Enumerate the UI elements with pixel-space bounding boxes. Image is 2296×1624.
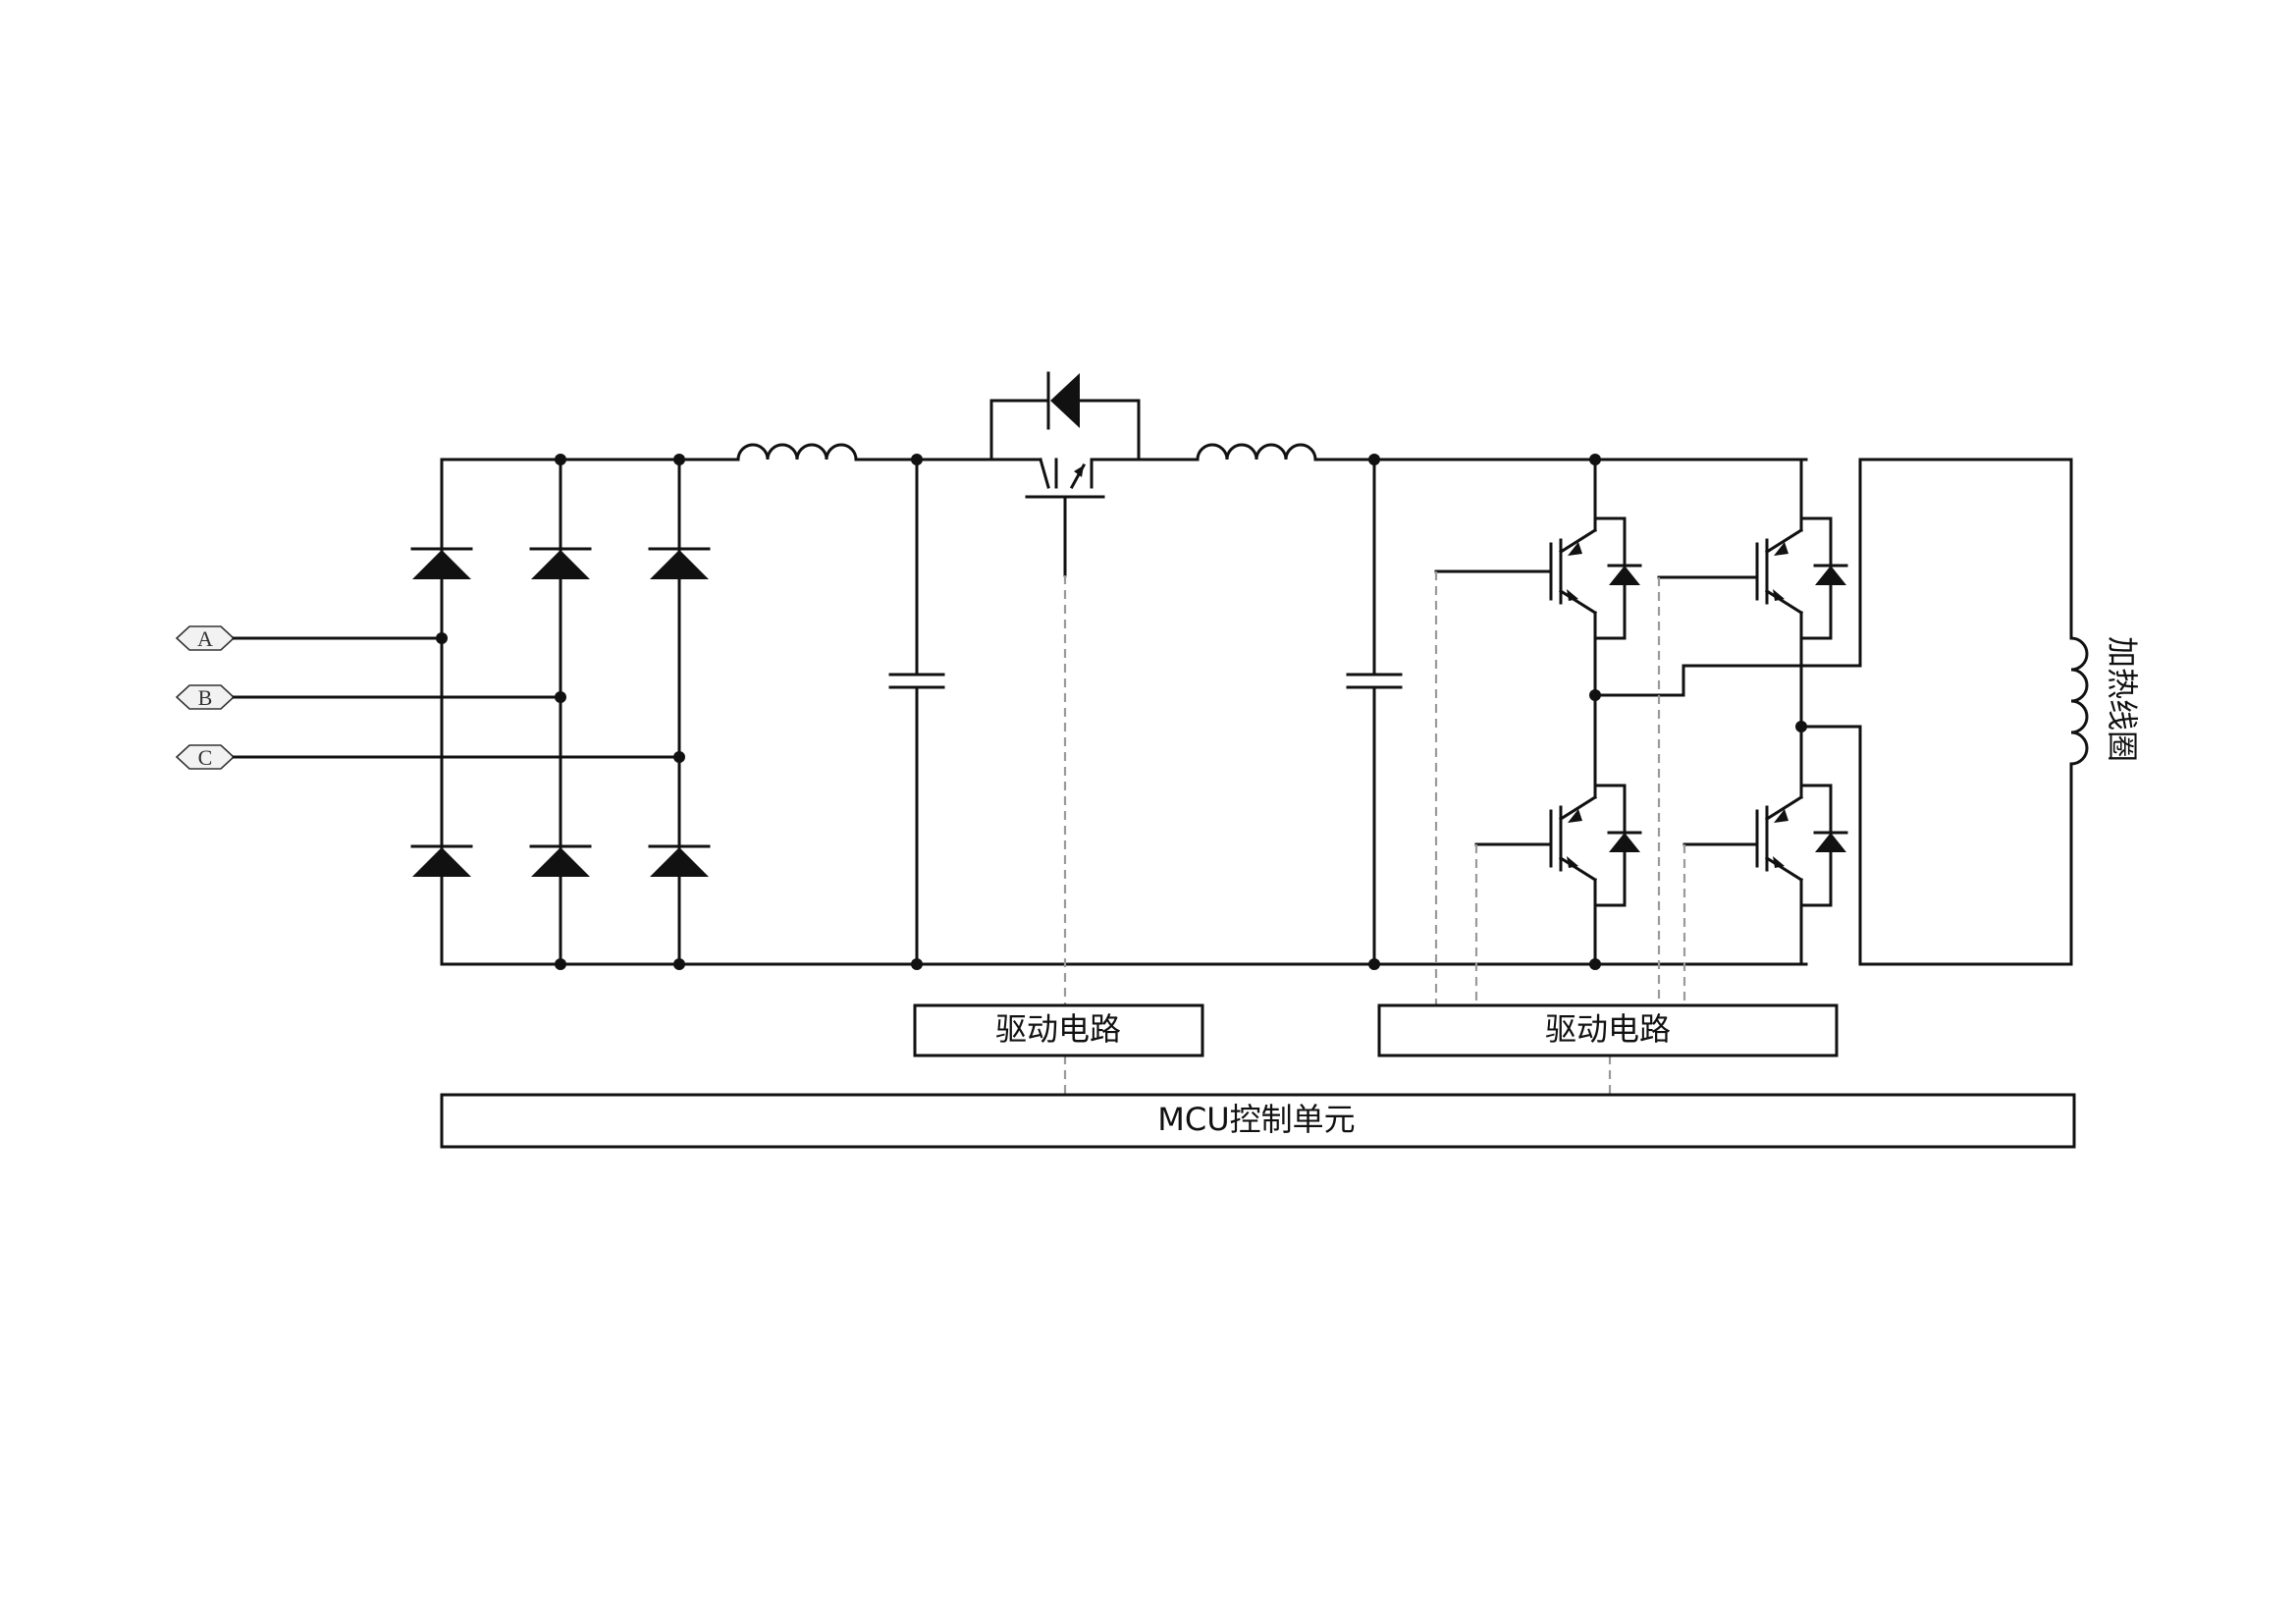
control-signal-lines [1063,571,1686,1095]
inductor-2 [1196,443,1317,461]
phase-input-b: B [175,684,236,710]
rectifier-diode-bottom-2 [529,844,592,877]
rectifier-diode-top-3 [648,547,711,579]
junction-dots [436,454,1807,970]
rectifier-bridge [410,458,711,966]
igbt-q3 [1474,784,1642,907]
capacitor-1 [888,458,945,966]
inductor-1 [736,443,858,461]
driver-circuit-right: 驱动电路 [1377,1003,1839,1057]
capacitor-2 [1346,458,1403,966]
phase-a-label: A [197,626,213,651]
mcu-label: MCU控制单元 [1157,1101,1355,1138]
coil-label: 加热线圈 [2104,636,2141,762]
series-igbt-switch [989,371,1141,577]
mcu-control-unit: MCU控制单元 [440,1093,2076,1149]
freewheel-diode [1046,371,1080,430]
phase-c-label: C [198,745,213,770]
driver-right-label: 驱动电路 [1545,1010,1671,1048]
rectifier-diode-bottom-3 [648,844,711,877]
driver-circuit-left: 驱动电路 [913,1003,1204,1057]
driver-left-label: 驱动电路 [995,1010,1121,1048]
phase-input-a: A [175,625,236,651]
rectifier-diode-bottom-1 [410,844,473,877]
rectifier-diode-top-2 [529,547,592,579]
h-bridge [1434,458,1862,966]
input-wires [232,636,681,759]
igbt-q1 [1434,516,1642,640]
heating-coil: 加热线圈 [1858,458,2141,966]
phase-input-c: C [175,744,236,770]
rectifier-diode-top-1 [410,547,473,579]
igbt-q2 [1657,516,1848,640]
igbt-q4 [1682,784,1848,907]
phase-b-label: B [198,685,213,710]
